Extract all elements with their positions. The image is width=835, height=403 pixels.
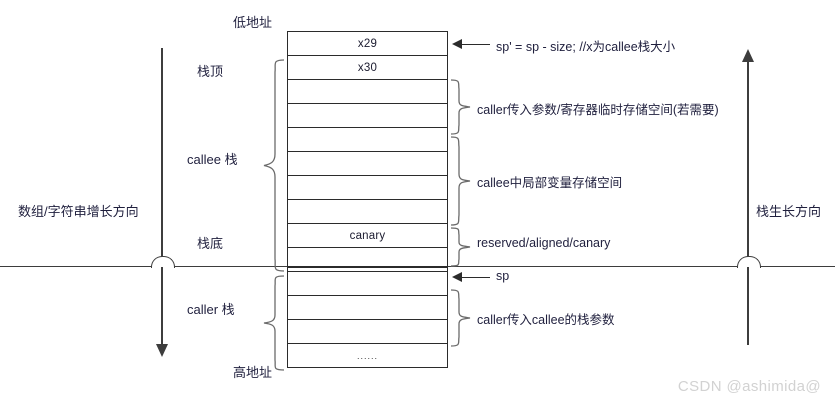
divider-line-right	[448, 266, 835, 267]
reserved-canary-brace	[450, 227, 471, 267]
high-address-label: 高地址	[233, 365, 273, 380]
stack-cell	[288, 200, 447, 224]
stack-cell	[288, 104, 447, 128]
stack-cell: ......	[288, 344, 447, 368]
right-axis-label: 栈生长方向	[756, 204, 822, 219]
callee-frame-brace	[263, 59, 285, 272]
stack-top-label: 栈顶	[197, 64, 224, 79]
callee-locals-annotation: callee中局部变量存储空间	[477, 176, 623, 190]
stack-bottom-label: 栈底	[197, 236, 224, 251]
divider-line-left	[0, 266, 288, 267]
caller-stack-args-annotation: caller传入callee的栈参数	[477, 313, 615, 327]
right-axis-lower-segment	[747, 267, 749, 345]
sp-annotation: sp	[496, 269, 510, 283]
callee-locals-brace	[450, 136, 471, 226]
sp-leader-line	[462, 277, 490, 278]
stack-cell	[288, 152, 447, 176]
watermark: CSDN @ashimida@	[677, 378, 821, 395]
stack-cell	[288, 296, 447, 320]
caller-stack-label: caller 栈	[187, 302, 235, 317]
reserved-canary-annotation: reserved/aligned/canary	[477, 236, 611, 250]
caller-stack-args-brace	[450, 289, 471, 347]
left-axis-arrowhead-down	[156, 344, 168, 357]
divider-line-mid	[288, 266, 448, 268]
right-axis-hop-arc	[737, 256, 761, 268]
stack-cell: x30	[288, 56, 447, 80]
stack-cell	[288, 248, 447, 272]
right-axis-upper-segment	[747, 62, 749, 266]
stack-cell	[288, 176, 447, 200]
right-axis-arrowhead-up	[742, 49, 754, 62]
left-axis-upper-segment	[161, 48, 163, 266]
left-axis-lower-segment	[161, 267, 163, 345]
stack-cell	[288, 320, 447, 344]
stack-cell: x29	[288, 32, 447, 56]
caller-frame-brace	[263, 275, 285, 371]
sp-prime-arrowhead	[452, 39, 462, 49]
sp-prime-leader-line	[462, 44, 490, 45]
stack-cell	[288, 272, 447, 296]
stack-cell	[288, 128, 447, 152]
caller-args-brace	[450, 79, 471, 135]
left-axis-label: 数组/字符串增长方向	[18, 204, 139, 219]
caller-stack-table: ......	[287, 272, 448, 368]
low-address-label: 低地址	[233, 15, 273, 30]
left-axis-hop-arc	[151, 256, 175, 268]
sp-prime-annotation: sp' = sp - size; //x为callee栈大小	[496, 40, 676, 54]
sp-arrowhead	[452, 272, 462, 282]
stack-cell: canary	[288, 224, 447, 248]
caller-args-annotation: caller传入参数/寄存器临时存储空间(若需要)	[477, 103, 719, 117]
callee-stack-label: callee 栈	[187, 152, 238, 167]
stack-cell	[288, 80, 447, 104]
callee-stack-table: x29 x30 canary	[287, 31, 448, 272]
